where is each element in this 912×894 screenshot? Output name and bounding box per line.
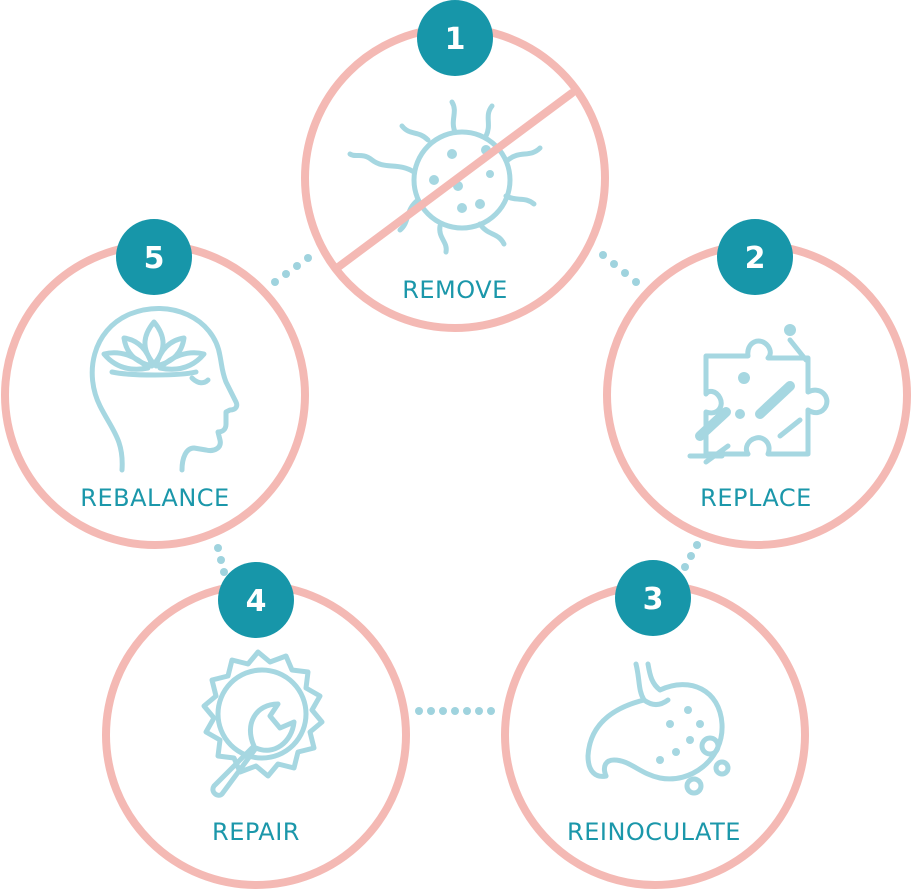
step-label-1: REMOVE <box>402 276 508 304</box>
connector-5-1 <box>271 254 312 286</box>
wrench-gear-icon <box>201 649 325 798</box>
step-label-4: REPAIR <box>212 818 300 846</box>
step-number-2: 2 <box>745 241 766 276</box>
connector-1-2 <box>599 251 640 286</box>
connector-2-3 <box>681 541 701 571</box>
step-label-5: REBALANCE <box>80 484 229 512</box>
step-badge-1: 1 <box>417 0 493 76</box>
step-number-4: 4 <box>246 584 267 619</box>
step-number-1: 1 <box>445 22 466 57</box>
bacteria-crossed-icon <box>347 99 543 255</box>
step-label-2: REPLACE <box>700 484 812 512</box>
lotus-head-icon <box>89 305 240 473</box>
connector-3-4 <box>415 707 495 715</box>
step-badge-2: 2 <box>717 219 793 295</box>
prohibition-slash <box>333 89 576 272</box>
connectors <box>214 251 701 715</box>
labels: REMOVE REPLACE REINOCULATE REPAIR REBALA… <box>80 276 812 846</box>
step-number-3: 3 <box>643 582 664 617</box>
step-badge-5: 5 <box>116 219 192 295</box>
step-number-5: 5 <box>144 241 165 276</box>
badges: 1 2 3 4 5 <box>116 0 793 638</box>
stomach-icon <box>585 661 731 796</box>
puzzle-bacteria-icon <box>687 324 830 465</box>
step-badge-4: 4 <box>218 562 294 638</box>
step-label-3: REINOCULATE <box>567 818 741 846</box>
connector-4-5 <box>214 544 228 576</box>
step-badge-3: 3 <box>615 560 691 636</box>
